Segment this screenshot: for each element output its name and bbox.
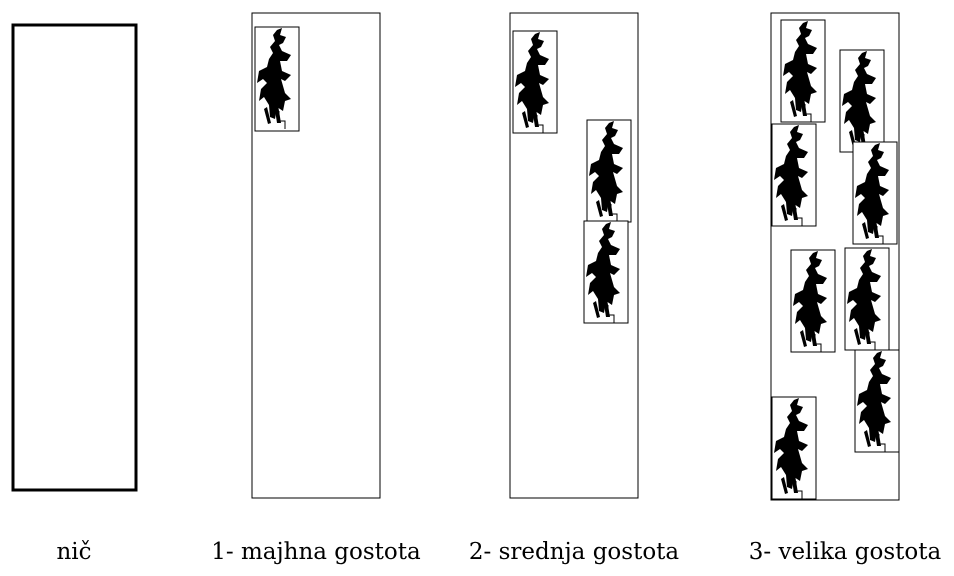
plant-icon — [780, 19, 826, 123]
panel-medium-plants — [512, 30, 632, 324]
panel-high-frame — [770, 12, 900, 501]
panel-low-label: 1- majhna gostota — [211, 539, 421, 565]
panel-none-label: nič — [56, 539, 92, 565]
plant-icon — [583, 220, 629, 324]
plant-icon — [854, 349, 900, 453]
panel-none-frame — [11, 23, 138, 492]
panel-high-plants — [771, 19, 900, 500]
panel-high-label: 3- velika gostota — [748, 539, 942, 565]
panel-low-frame — [251, 12, 381, 499]
plant-icon — [771, 123, 817, 227]
panel-low-plants — [254, 26, 300, 132]
plant-icon — [586, 119, 632, 223]
plant-icon — [844, 247, 890, 351]
plant-icon — [839, 49, 885, 153]
plant-icon — [771, 396, 817, 500]
plant-icon — [512, 30, 558, 134]
plant-icon — [852, 141, 898, 245]
panel-medium-frame — [509, 12, 639, 499]
plant-icon — [254, 26, 300, 132]
plant-icon — [790, 249, 836, 353]
panel-medium-label: 2- srednja gostota — [468, 539, 680, 565]
